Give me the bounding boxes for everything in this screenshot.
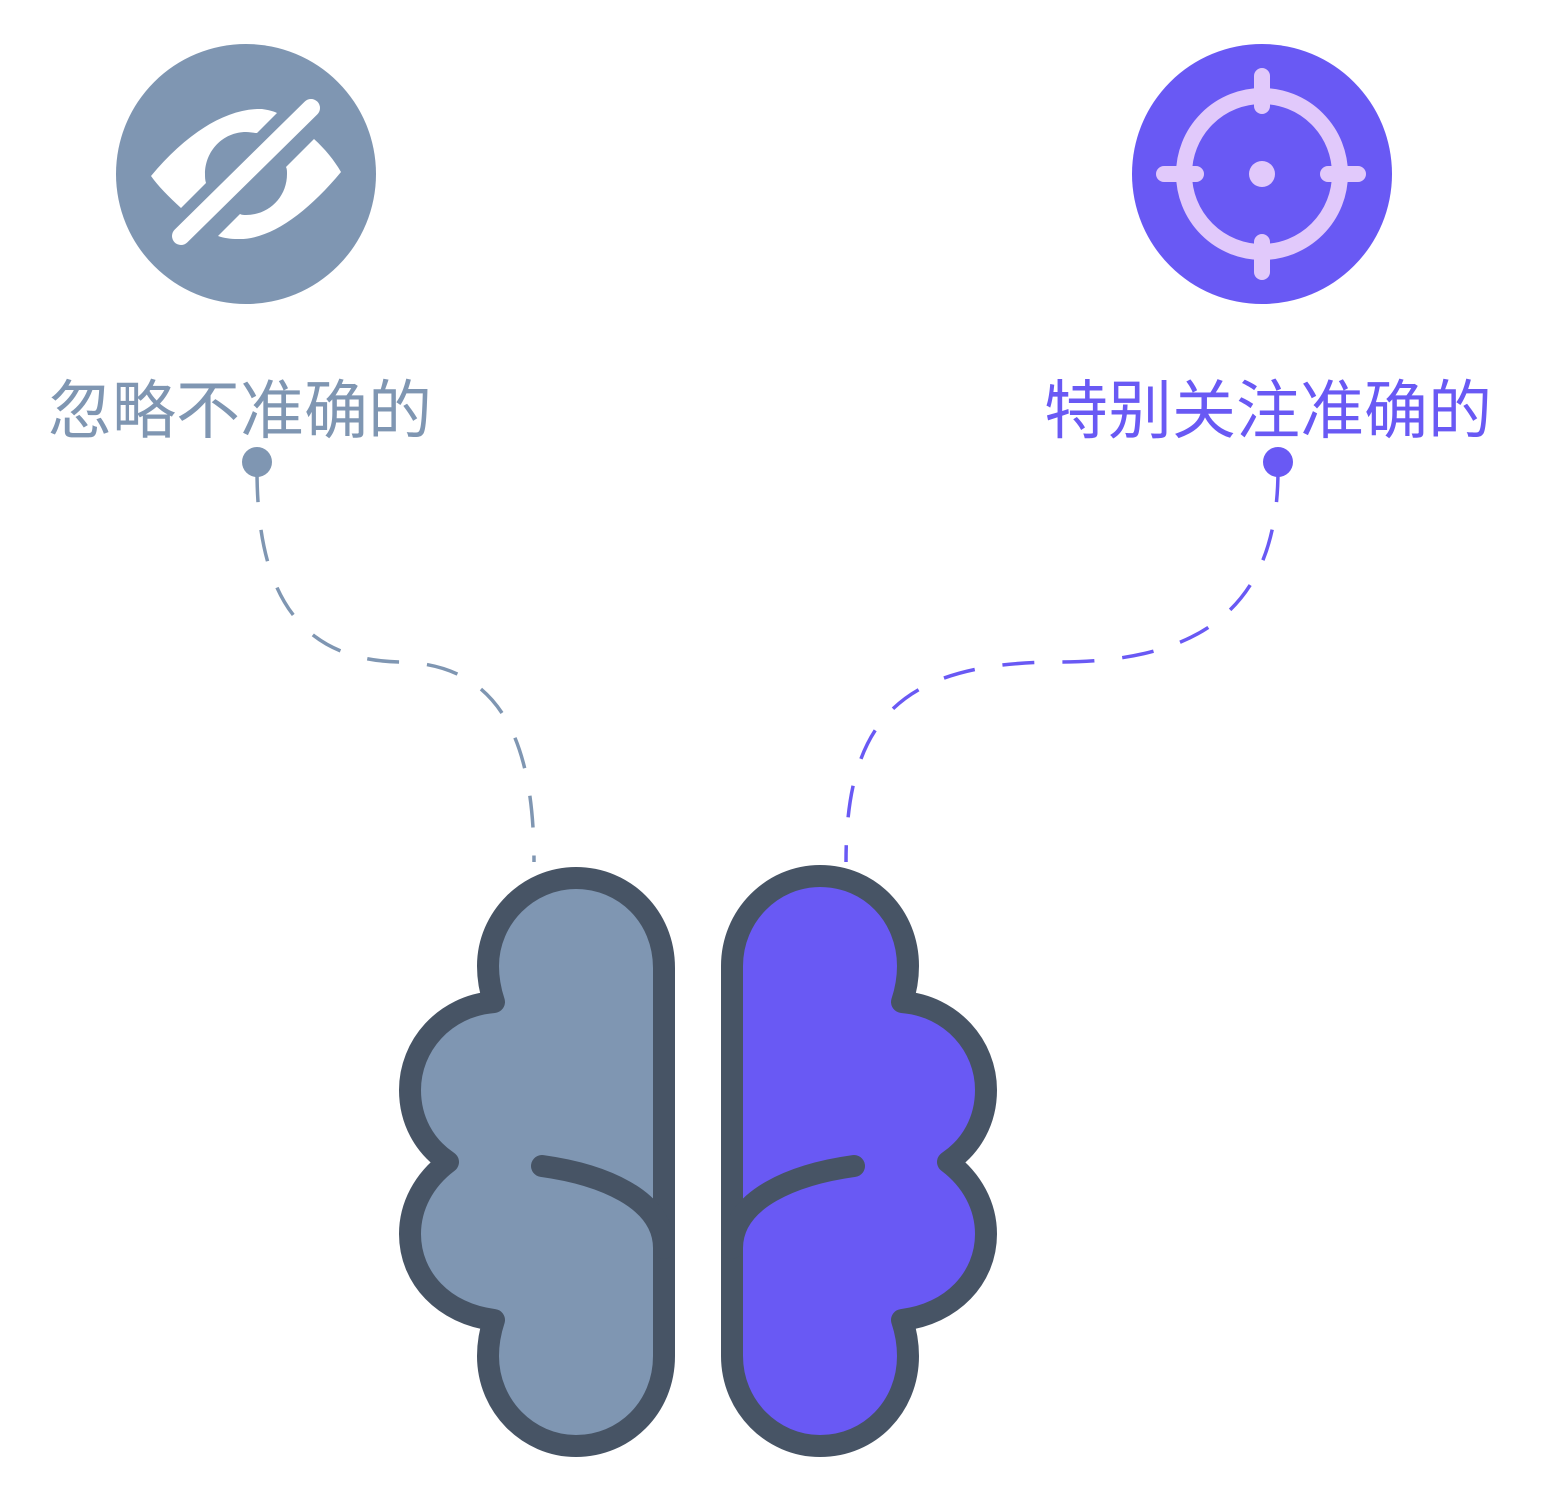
brain-icon [399, 865, 997, 1457]
brain-left-fold [531, 1155, 675, 1259]
right-connector-dot [1263, 447, 1293, 477]
label-ignore-inaccurate: 忽略不准确的 [48, 375, 432, 449]
brain-right-fold [721, 1155, 865, 1259]
right-dashed-connector [844, 469, 1280, 863]
left-dashed-connector [255, 469, 536, 863]
label-focus-accurate: 特别关注准确的 [1044, 375, 1492, 449]
crosshair-icon [1132, 44, 1392, 304]
eye-slash-icon [116, 44, 376, 304]
left-connector-dot [242, 447, 272, 477]
